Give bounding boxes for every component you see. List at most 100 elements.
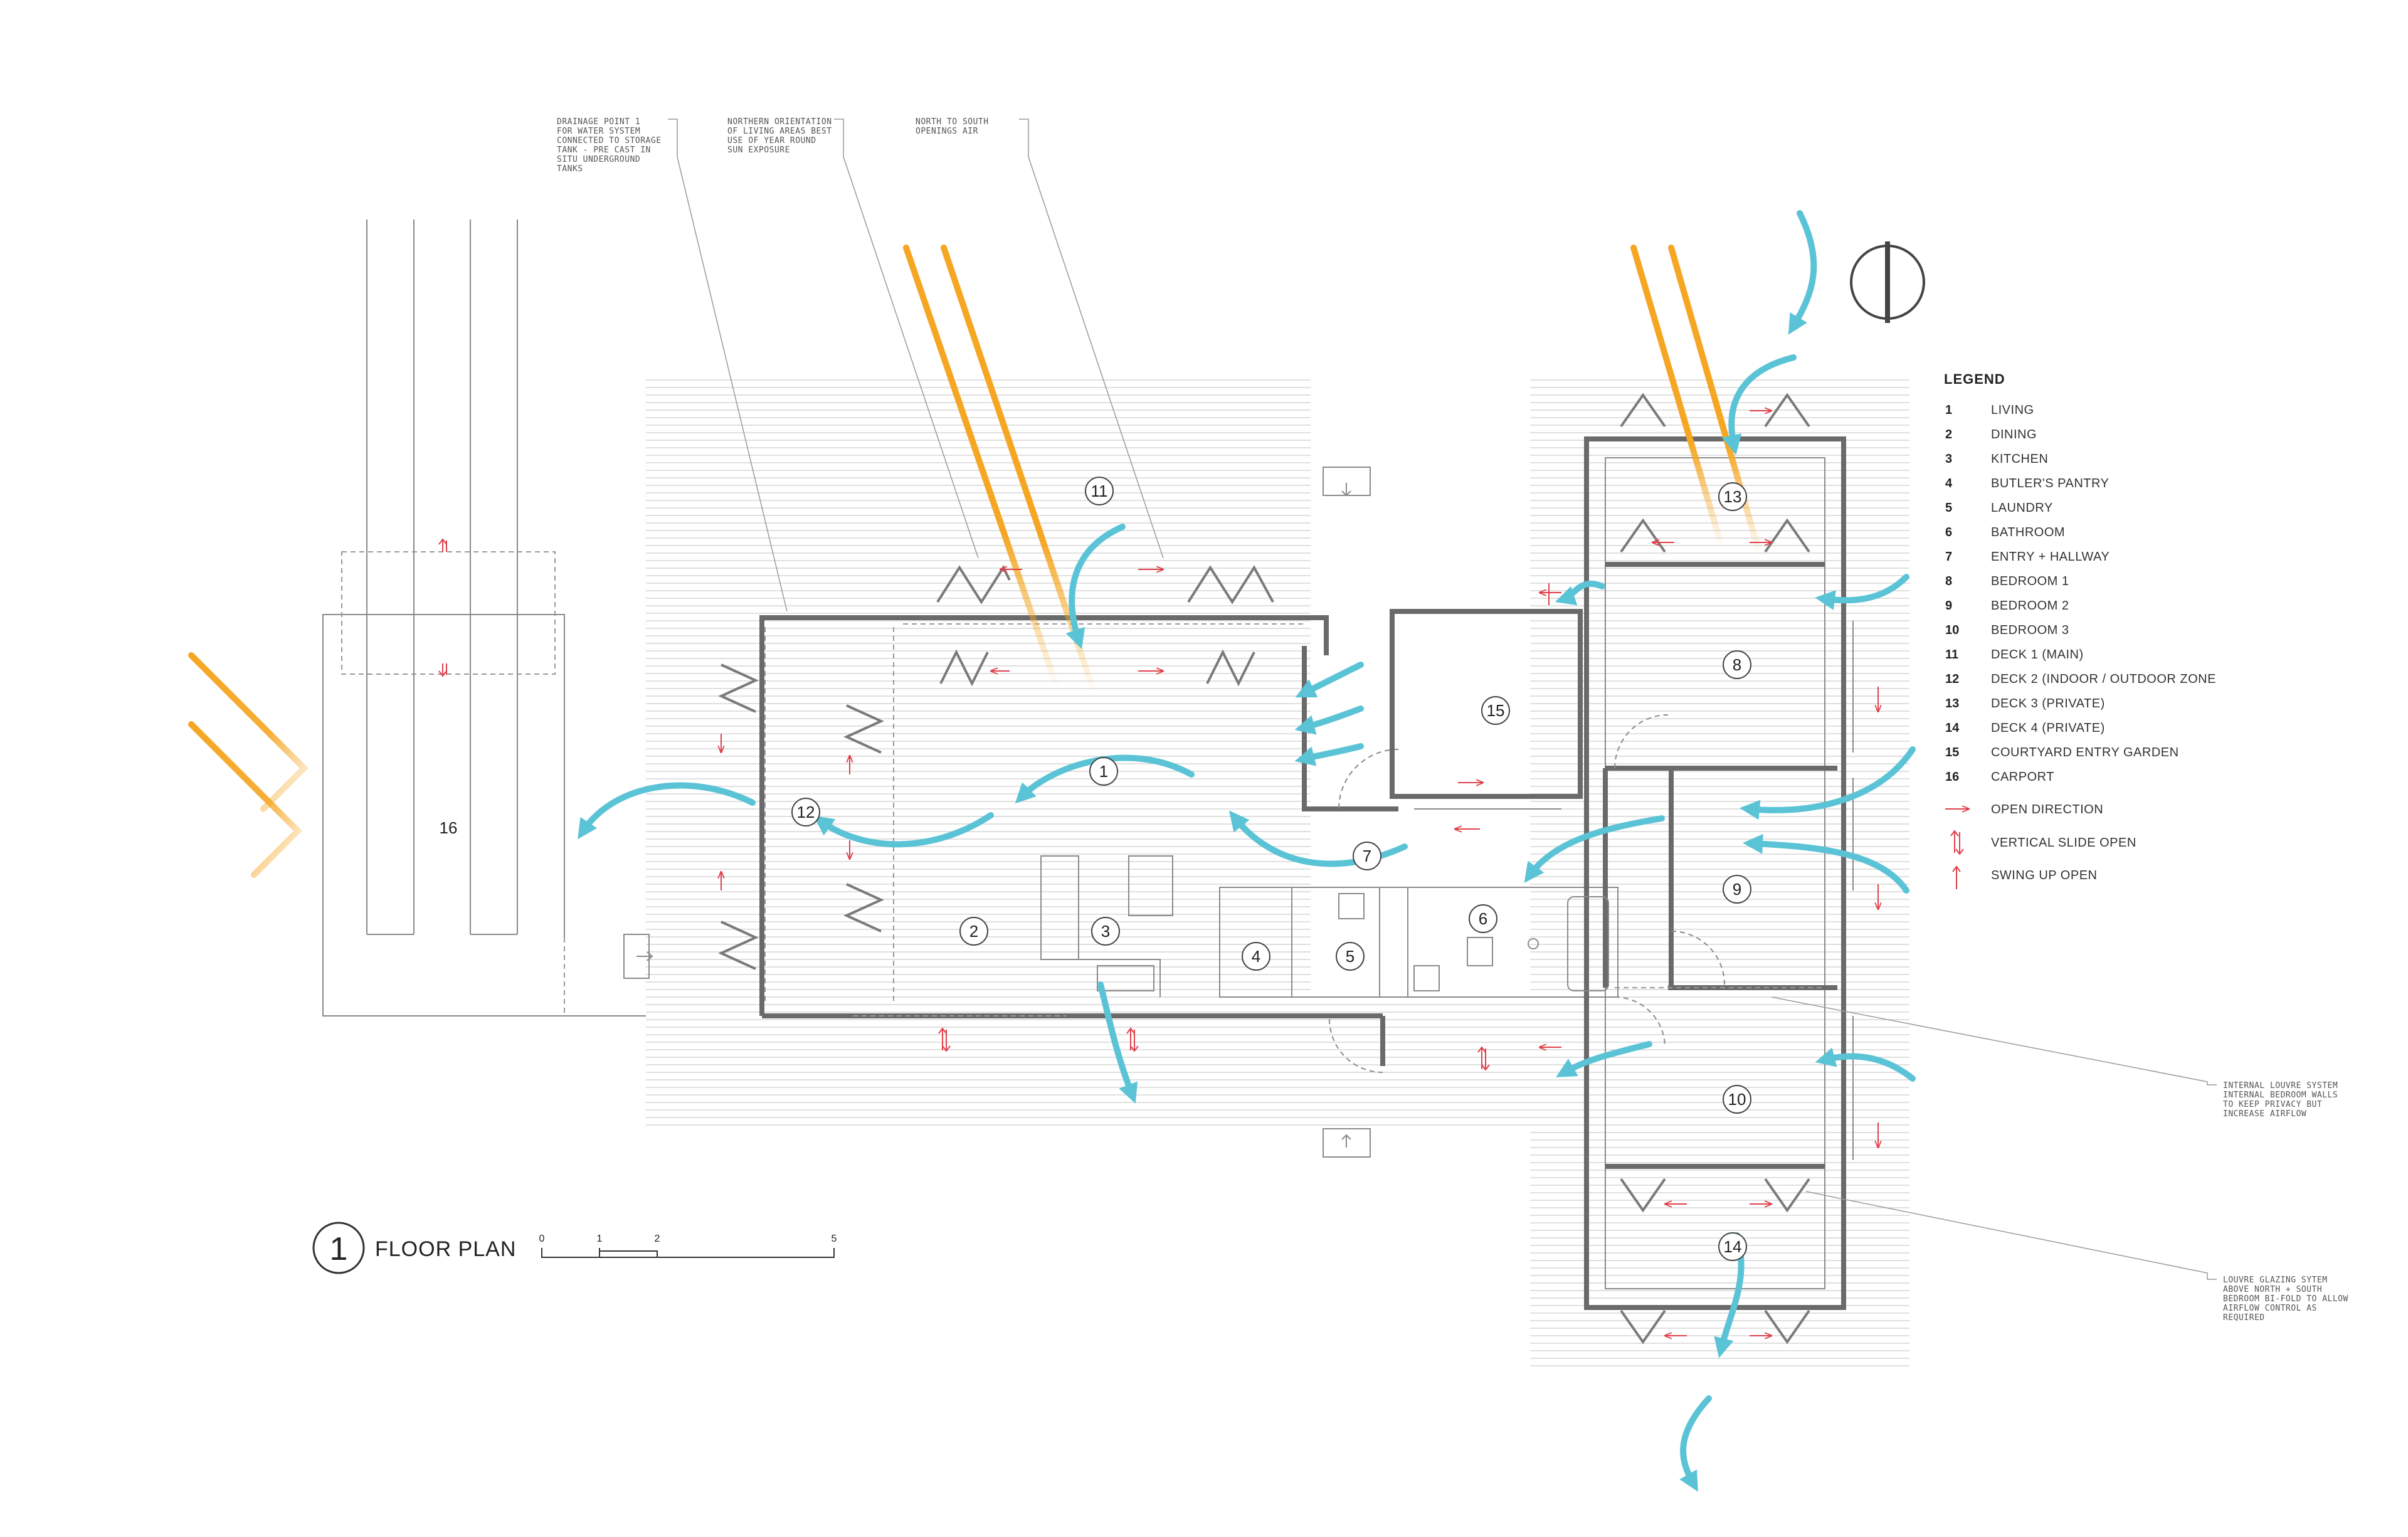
- living-walls: [759, 615, 1329, 1016]
- bedroom-door-swings: [1614, 714, 1725, 1048]
- legend: LEGEND: [1944, 371, 2005, 387]
- room-marker-11: 11: [1085, 477, 1114, 505]
- kitchen-sink: [1097, 965, 1154, 991]
- courtyard-garden: [1390, 609, 1583, 810]
- legend-item-12: 12 DECK 2 (INDOOR / OUTDOOR ZONE: [1945, 672, 2216, 686]
- room-marker-14: 14: [1718, 1232, 1747, 1261]
- legend-item-8: 8 BEDROOM 1: [1945, 574, 2069, 588]
- legend-item-number: 12: [1945, 672, 1959, 686]
- svg-text:5: 5: [1346, 947, 1354, 966]
- svg-text:10: 10: [1728, 1090, 1746, 1109]
- svg-text:CONNECTED TO STORAGE: CONNECTED TO STORAGE: [557, 136, 662, 145]
- legend-item-number: 6: [1945, 526, 1952, 539]
- north-arrow-icon: [1850, 241, 1925, 323]
- svg-text:BEDROOM BI-FOLD TO ALLOW: BEDROOM BI-FOLD TO ALLOW: [2223, 1294, 2348, 1304]
- scale-tick-0: 0: [539, 1233, 545, 1244]
- living-bifold-north: [939, 649, 1255, 687]
- svg-text:SWING UP OPEN: SWING UP OPEN: [1991, 869, 2098, 882]
- entry-gap: [1311, 1003, 1530, 1129]
- legend-item-number: 2: [1945, 428, 1952, 441]
- airflow-9: [1788, 210, 1817, 335]
- legend-item-number: 3: [1945, 452, 1952, 466]
- legend-item-label: DECK 1 (MAIN): [1991, 648, 2084, 662]
- legend-item-label: KITCHEN: [1991, 452, 2048, 466]
- svg-text:2: 2: [969, 922, 978, 941]
- svg-text:11: 11: [1091, 482, 1108, 500]
- legend-item-2: 2 DINING: [1945, 428, 2037, 441]
- legend-item-number: 9: [1945, 599, 1952, 613]
- legend-item-number: 4: [1945, 477, 1953, 490]
- legend-item-label: DECK 3 (PRIVATE): [1991, 697, 2105, 710]
- airflow-14: [1556, 1041, 1652, 1077]
- airflow-15: [1555, 580, 1605, 606]
- svg-text:OF LIVING AREAS BEST: OF LIVING AREAS BEST: [727, 127, 832, 136]
- legend-item-label: BATHROOM: [1991, 526, 2065, 539]
- drawing-title: 1 FLOOR PLAN: [312, 1222, 515, 1274]
- deck12-bifold-outer: [718, 663, 759, 970]
- legend-item-label: BEDROOM 1: [1991, 574, 2069, 588]
- svg-text:SUN EXPOSURE: SUN EXPOSURE: [727, 145, 790, 155]
- room-numbers: 1 2 3 4 5 6 7 8 9 10 11 12 13 14 15: [791, 477, 1751, 1261]
- svg-text:15: 15: [1487, 701, 1505, 720]
- open-direction-arrows: [721, 411, 1878, 1336]
- annotation-orientation: NORTHERN ORIENTATION OF LIVING AREAS BES…: [727, 117, 979, 559]
- legend-item-label: DINING: [1991, 428, 2037, 441]
- scale-tick-1: 1: [597, 1233, 603, 1244]
- sun-ray-living-2: [941, 245, 1097, 696]
- annotation-drainage: DRAINAGE POINT 1 FOR WATER SYSTEM CONNEC…: [557, 117, 788, 612]
- svg-text:AIRFLOW CONTROL AS: AIRFLOW CONTROL AS: [2223, 1304, 2317, 1313]
- entry-walls: [1302, 646, 1399, 1073]
- room-marker-9: 9: [1723, 875, 1751, 904]
- room-marker-3: 3: [1091, 917, 1120, 946]
- legend-item-label: BEDROOM 3: [1991, 623, 2069, 637]
- room-marker-6: 6: [1469, 904, 1497, 933]
- car-bay-lines: [366, 219, 518, 935]
- svg-text:ABOVE NORTH + SOUTH: ABOVE NORTH + SOUTH: [2223, 1285, 2322, 1294]
- legend-item-number: 14: [1945, 721, 1960, 735]
- room-marker-15: 15: [1481, 696, 1510, 725]
- legend-item-label: LIVING: [1991, 403, 2034, 417]
- legend-item-label: BEDROOM 2: [1991, 599, 2069, 613]
- legend-item-number: 8: [1945, 574, 1952, 588]
- svg-text:TANK - PRE CAST IN: TANK - PRE CAST IN: [557, 145, 651, 155]
- svg-text:INCREASE AIRFLOW: INCREASE AIRFLOW: [2223, 1109, 2306, 1119]
- svg-text:8: 8: [1733, 655, 1741, 674]
- svg-text:LOUVRE GLAZING SYTEM: LOUVRE GLAZING SYTEM: [2223, 1276, 2328, 1285]
- carport-step: [623, 934, 653, 979]
- legend-item-number: 7: [1945, 550, 1952, 564]
- svg-text:INTERNAL BEDROOM WALLS: INTERNAL BEDROOM WALLS: [2223, 1091, 2338, 1100]
- airflow-12: [1743, 833, 1909, 894]
- room-marker-1: 1: [1089, 757, 1118, 786]
- svg-text:TANKS: TANKS: [557, 164, 583, 174]
- legend-symbol-swing-up: SWING UP OPEN: [1952, 865, 2098, 889]
- annotation-louvre-internal: INTERNAL LOUVRE SYSTEM INTERNAL BEDROOM …: [1771, 996, 2338, 1119]
- airflow-4: [578, 782, 756, 840]
- svg-text:NORTH TO SOUTH: NORTH TO SOUTH: [916, 117, 989, 127]
- legend-item-number: 5: [1945, 501, 1952, 515]
- airflow-6: [1524, 815, 1665, 883]
- room-marker-4: 4: [1242, 942, 1270, 971]
- room-marker-2: 2: [959, 917, 988, 946]
- kitchen-island: [1128, 855, 1173, 916]
- airflow-11: [1740, 746, 1916, 820]
- kitchen-bench: [1040, 855, 1079, 960]
- legend-item-label: DECK 2 (INDOOR / OUTDOOR ZONE: [1991, 672, 2216, 686]
- airflow-16: [1295, 662, 1364, 698]
- room-marker-10: 10: [1723, 1085, 1751, 1114]
- svg-text:REQUIRED: REQUIRED: [2223, 1313, 2265, 1323]
- svg-text:13: 13: [1724, 487, 1742, 506]
- annotation-openings: NORTH TO SOUTH OPENINGS AIR: [916, 117, 1164, 559]
- airflow-1: [1065, 524, 1126, 650]
- room-marker-5: 5: [1336, 942, 1365, 971]
- legend-title: LEGEND: [1944, 371, 2005, 387]
- legend-item-label: COURTYARD ENTRY GARDEN: [1991, 746, 2179, 759]
- svg-text:INTERNAL LOUVRE SYSTEM: INTERNAL LOUVRE SYSTEM: [2223, 1081, 2338, 1091]
